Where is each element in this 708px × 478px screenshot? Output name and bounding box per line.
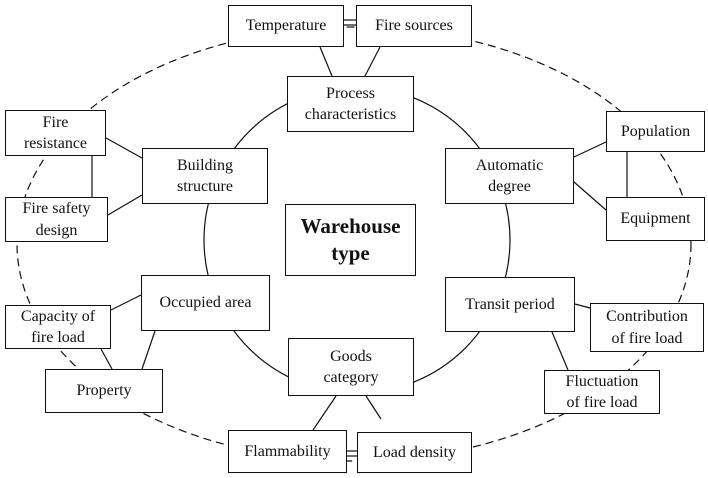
- building-structure-node: Building structure: [142, 148, 268, 204]
- connector-automatic-equipment: [573, 181, 607, 211]
- connector-occupied-capacity: [110, 294, 142, 311]
- connector-goods-flammability: [312, 395, 337, 431]
- outer-dashed-ring: [16, 26, 692, 462]
- connector-automatic-population: [573, 141, 607, 158]
- warehouse-type-node: Warehouse type: [285, 204, 416, 276]
- connector-building-firesafety: [107, 194, 143, 216]
- automatic-degree-node: Automatic degree: [445, 148, 574, 204]
- equipment-node: Equipment: [606, 197, 705, 241]
- fluctuation-of-fire-load-node: Fluctuation of fire load: [544, 370, 660, 414]
- load-density-node: Load density: [357, 432, 472, 473]
- connector-firesources-process: [364, 46, 381, 77]
- connector-temperature-process: [319, 46, 333, 77]
- contribution-of-fire-load-node: Contribution of fire load: [590, 303, 704, 352]
- capacity-of-fire-load-node: Capacity of fire load: [5, 305, 111, 349]
- connector-occupied-property: [141, 330, 156, 370]
- connector-building-fireresistance: [105, 137, 143, 159]
- fire-safety-design-node: Fire safety design: [5, 197, 108, 242]
- connector-transit-contribution: [574, 303, 591, 309]
- property-node: Property: [45, 369, 163, 413]
- connector-goods-loaddensity: [365, 395, 382, 420]
- temperature-node: Temperature: [228, 5, 344, 47]
- connector-transit-fluctuation: [551, 331, 569, 371]
- population-node: Population: [606, 111, 705, 152]
- connector-capacity-property: [100, 348, 113, 370]
- goods-category-node: Goods category: [288, 338, 414, 396]
- fire-resistance-node: Fire resistance: [5, 110, 106, 156]
- flammability-node: Flammability: [228, 430, 347, 473]
- transit-period-node: Transit period: [445, 277, 575, 332]
- fire-sources-node: Fire sources: [356, 5, 472, 47]
- occupied-area-node: Occupied area: [141, 275, 270, 331]
- process-characteristics-node: Process characteristics: [287, 76, 414, 132]
